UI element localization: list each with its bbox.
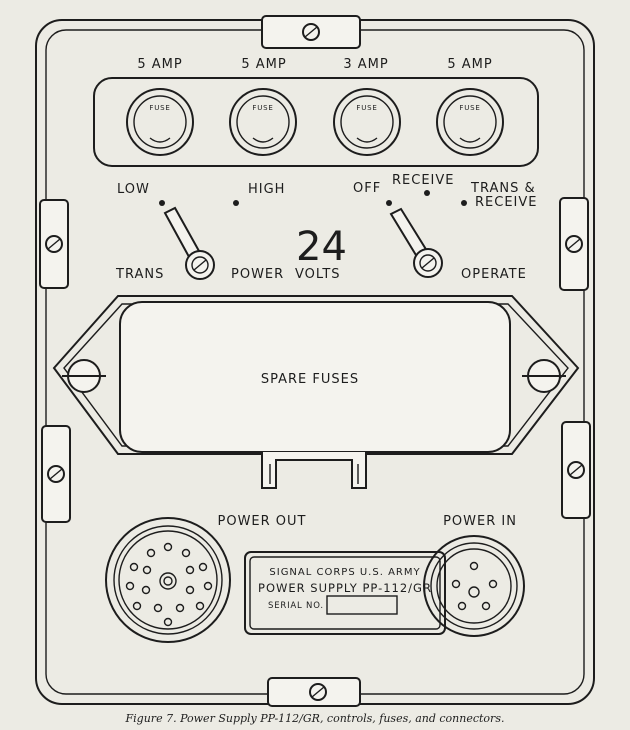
power-in-connector[interactable] (423, 535, 525, 637)
receive-indicator-dot (424, 190, 430, 196)
high-indicator-dot (233, 200, 239, 206)
fuse-3-rating: 3 AMP (343, 57, 388, 72)
fuse-holder-1[interactable]: FUSE (126, 88, 194, 156)
receive-label: RECEIVE (392, 173, 454, 188)
spare-fuse-compartment[interactable]: SPARE FUSES (52, 295, 580, 489)
bottom-latch (267, 677, 361, 707)
power-label: POWER (231, 267, 284, 282)
fuse-4-rating: 5 AMP (447, 57, 492, 72)
fuse-2-rating: 5 AMP (241, 57, 286, 72)
operate-toggle-switch[interactable] (389, 207, 443, 278)
fuse-2-cap-label: FUSE (252, 104, 273, 112)
power-out-connector[interactable] (105, 517, 231, 643)
nameplate-serial-label: SERIAL NO. (268, 601, 324, 611)
nameplate-line2: POWER SUPPLY PP-112/GR (258, 581, 432, 595)
low-indicator-dot (159, 200, 165, 206)
high-label: HIGH (248, 182, 285, 197)
top-latch (261, 15, 361, 49)
trans-receive-indicator-dot (461, 200, 467, 206)
figure-caption: Figure 7. Power Supply PP-112/GR, contro… (125, 712, 505, 725)
off-label: OFF (353, 181, 381, 196)
fuse-1-rating: 5 AMP (137, 57, 182, 72)
fuse-3-cap-label: FUSE (356, 104, 377, 112)
fuse-holder-4[interactable]: FUSE (436, 88, 504, 156)
fuse-4-cap-label: FUSE (459, 104, 480, 112)
off-indicator-dot (386, 200, 392, 206)
nameplate: SIGNAL CORPS U.S. ARMY POWER SUPPLY PP-1… (244, 551, 446, 635)
fuse-holder-2[interactable]: FUSE (229, 88, 297, 156)
side-latch-left-lower (41, 425, 71, 523)
power-out-label: POWER OUT (218, 514, 307, 529)
trans-receive-label-line2: RECEIVE (475, 195, 537, 210)
power-in-label: POWER IN (443, 514, 517, 529)
trans-receive-label-line1: TRANS & (470, 181, 536, 196)
fuse-holder-3[interactable]: FUSE (333, 88, 401, 156)
spare-fuses-label: SPARE FUSES (261, 372, 359, 387)
serial-number-field (326, 595, 398, 615)
fuse-panel (93, 77, 539, 167)
side-latch-left-upper (39, 199, 69, 289)
side-latch-right-upper (559, 197, 589, 291)
low-label: LOW (117, 182, 150, 197)
side-latch-right-lower (561, 421, 591, 519)
nameplate-line1: SIGNAL CORPS U.S. ARMY (269, 567, 420, 578)
fuse-1-cap-label: FUSE (149, 104, 170, 112)
voltage-value: 24 (296, 224, 347, 270)
volts-label: VOLTS (295, 267, 341, 282)
power-toggle-switch[interactable] (163, 206, 215, 280)
operate-label: OPERATE (461, 267, 527, 282)
trans-label: TRANS (115, 267, 164, 282)
